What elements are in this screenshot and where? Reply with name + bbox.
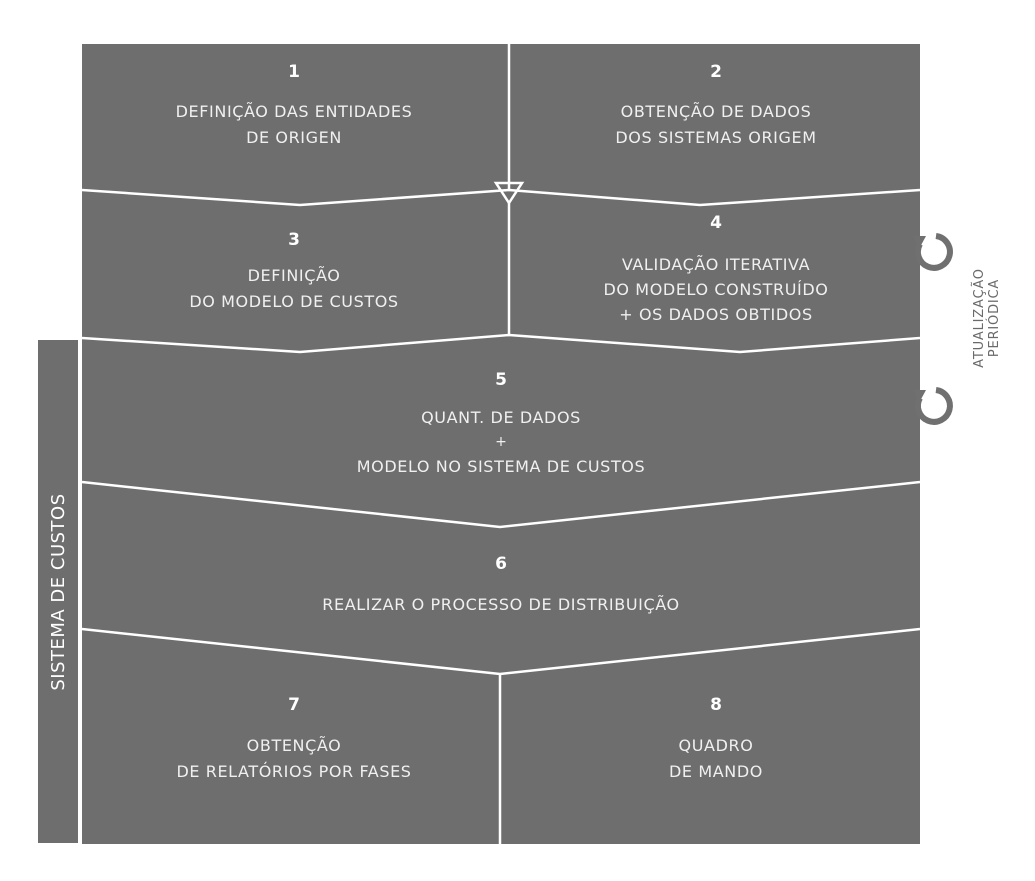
arrow-down-marker	[493, 181, 525, 206]
step-number: 3	[288, 230, 300, 250]
separator-row1	[81, 188, 921, 207]
step-label-line: OBTENÇÃO	[247, 736, 342, 755]
step-number: 2	[710, 62, 722, 82]
refresh-icon	[913, 233, 953, 271]
side-label: SISTEMA DE CUSTOS	[48, 493, 69, 690]
step-8: 8 QUADRO DE MANDO	[669, 695, 763, 781]
step-label-line: REALIZAR O PROCESSO DE DISTRIBUIÇÃO	[322, 595, 679, 614]
step-3: 3 DEFINIÇÃO DO MODELO DE CUSTOS	[189, 230, 398, 311]
step-5: 5 QUANT. DE DADOS + MODELO NO SISTEMA DE…	[357, 370, 646, 476]
step-number: 6	[495, 554, 507, 574]
step-7: 7 OBTENÇÃO DE RELATÓRIOS POR FASES	[176, 695, 411, 781]
separator-row2	[81, 333, 921, 354]
step-label-line: DE MANDO	[669, 762, 763, 781]
step-label-line: QUANT. DE DADOS	[421, 408, 581, 427]
step-1: 1 DEFINIÇÃO DAS ENTIDADES DE ORIGEN	[176, 62, 413, 147]
refresh-icon	[913, 387, 953, 425]
step-label-line: DO MODELO DE CUSTOS	[189, 292, 398, 311]
step-label-line: DEFINIÇÃO	[248, 266, 341, 285]
step-2: 2 OBTENÇÃO DE DADOS DOS SISTEMAS ORIGEM	[615, 62, 816, 147]
step-number: 4	[710, 213, 722, 233]
step-label-line: VALIDAÇÃO ITERATIVA	[622, 255, 810, 274]
step-label-line: MODELO NO SISTEMA DE CUSTOS	[357, 457, 646, 476]
update-note: ATUALIZAÇÃO PERIÓDICA	[971, 268, 1002, 368]
step-label-line: DE RELATÓRIOS POR FASES	[176, 762, 411, 781]
step-label-line: DEFINIÇÃO DAS ENTIDADES	[176, 102, 413, 121]
step-label-line: QUADRO	[679, 736, 754, 755]
step-6: 6 REALIZAR O PROCESSO DE DISTRIBUIÇÃO	[322, 554, 679, 614]
step-label-line: DE ORIGEN	[246, 128, 342, 147]
separator-row3	[81, 480, 921, 529]
step-label-line: + OS DADOS OBTIDOS	[619, 305, 812, 324]
step-label-line: OBTENÇÃO DE DADOS	[621, 102, 812, 121]
step-4: 4 VALIDAÇÃO ITERATIVA DO MODELO CONSTRUÍ…	[604, 213, 829, 324]
side-bar	[38, 340, 78, 843]
update-note-line: ATUALIZAÇÃO	[971, 268, 987, 368]
step-label-line: +	[495, 434, 507, 450]
step-label-line: DOS SISTEMAS ORIGEM	[615, 128, 816, 147]
step-number: 7	[288, 695, 300, 715]
step-number: 5	[495, 370, 507, 390]
update-note-line: PERIÓDICA	[986, 279, 1002, 357]
step-number: 8	[710, 695, 722, 715]
step-label-line: DO MODELO CONSTRUÍDO	[604, 280, 829, 299]
step-number: 1	[288, 62, 300, 82]
